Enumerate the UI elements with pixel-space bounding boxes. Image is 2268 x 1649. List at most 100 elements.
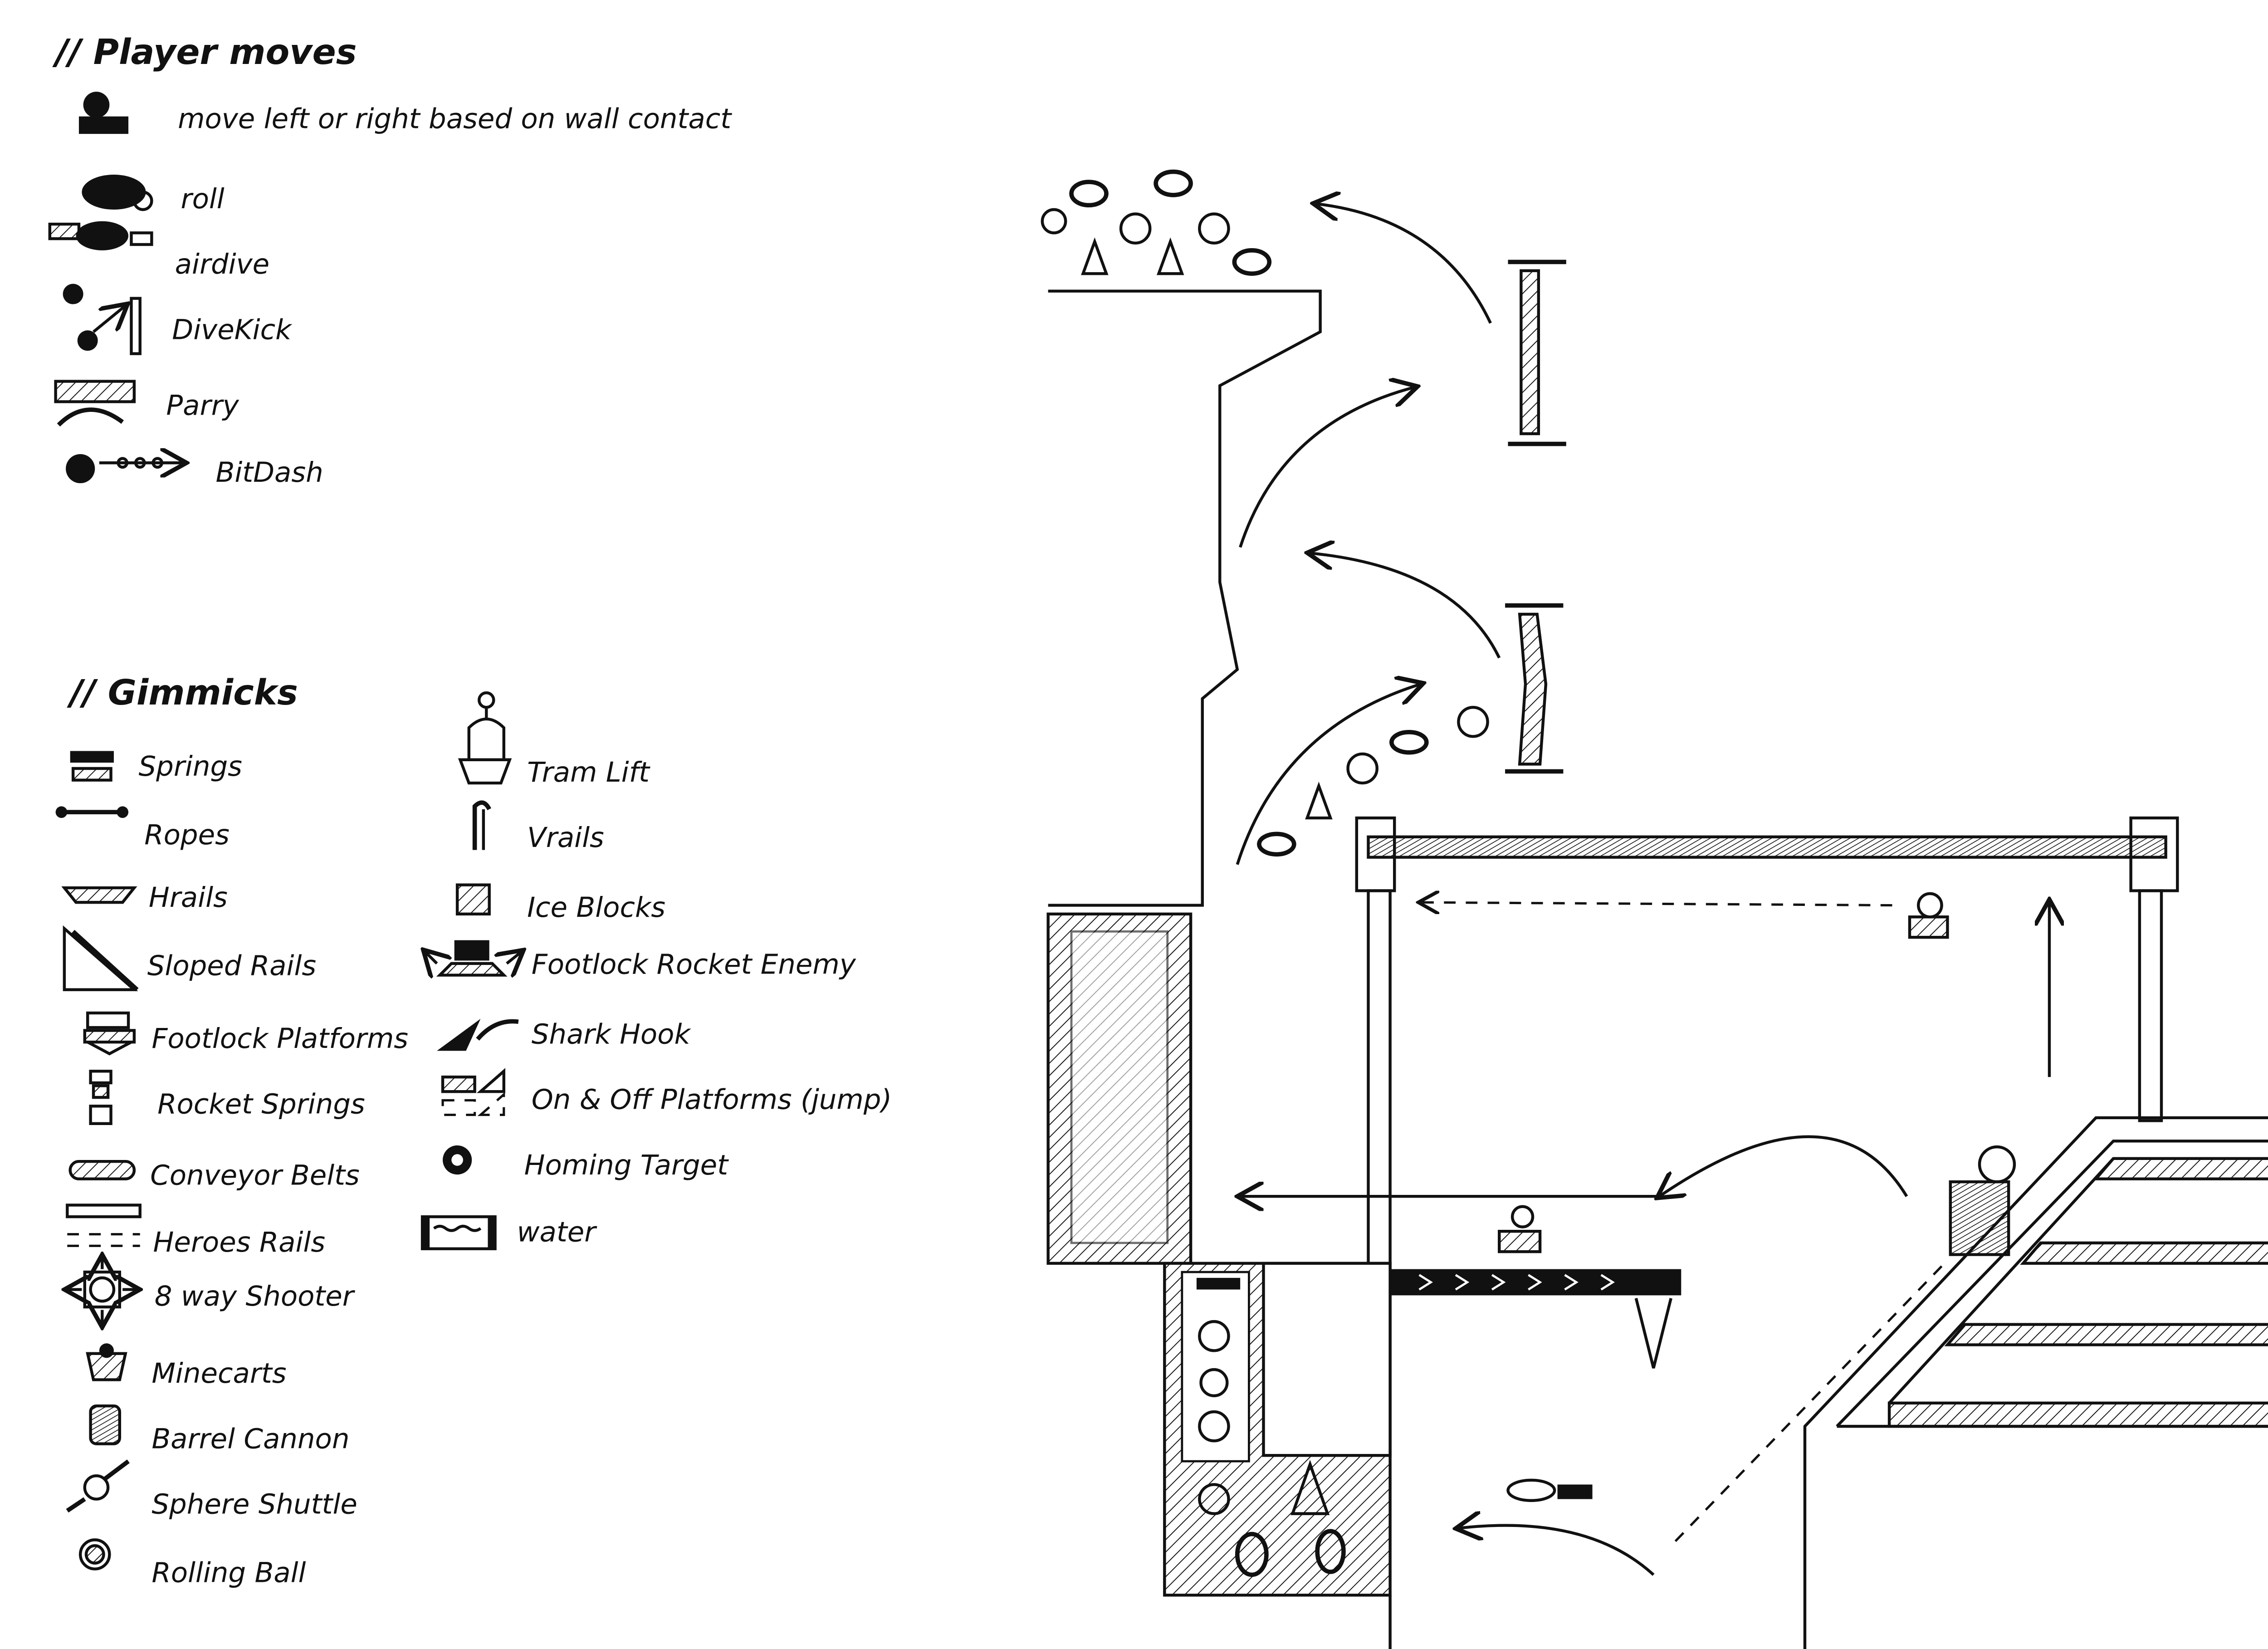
balloon bbox=[1346, 752, 1378, 785]
gimmick-label: Shark Hook bbox=[532, 1018, 692, 1050]
sloped-rail-icon bbox=[63, 925, 139, 992]
gimmick-label: Sloped Rails bbox=[147, 950, 316, 982]
ring bbox=[1154, 169, 1193, 197]
vertical-rope-upper bbox=[1508, 259, 1566, 446]
path-arrow bbox=[1458, 1526, 1655, 1576]
gimmicks-legend: // Gimmicks Springs Ropes Hrails Sloped … bbox=[55, 673, 892, 1589]
wall-contact-icon bbox=[78, 92, 129, 134]
level-map bbox=[1041, 169, 2268, 1649]
staircase-structure bbox=[1803, 1116, 2268, 1649]
path-arrow bbox=[1236, 684, 1421, 865]
terrain-outline-upper bbox=[1048, 289, 1322, 907]
ring bbox=[1315, 1529, 1346, 1574]
player-character bbox=[1498, 1205, 1542, 1253]
spring bbox=[1196, 1277, 1241, 1290]
gimmick-label: Heroes Rails bbox=[153, 1226, 326, 1258]
8-way-shooter-icon bbox=[67, 1258, 137, 1325]
barrel-cannon-icon bbox=[89, 1404, 121, 1445]
cone-marker bbox=[1156, 237, 1184, 275]
gimmick-label: Footlock Rocket Enemy bbox=[532, 948, 856, 980]
water-icon bbox=[420, 1215, 497, 1250]
path-arrow bbox=[1659, 1135, 1908, 1197]
sphere-shuttle-icon bbox=[66, 1459, 130, 1513]
balloon bbox=[1199, 1368, 1229, 1397]
roll-icon bbox=[82, 174, 153, 211]
move-label: Parry bbox=[166, 389, 239, 421]
move-label: airdive bbox=[175, 248, 270, 280]
gimmick-label: Ice Blocks bbox=[527, 891, 665, 924]
balloon bbox=[1457, 706, 1489, 738]
tram-lift-icon bbox=[458, 691, 512, 785]
balloon bbox=[1198, 1483, 1230, 1515]
balloon bbox=[1041, 208, 1067, 235]
collectibles-column bbox=[1198, 1320, 1346, 1577]
move-label: roll bbox=[181, 183, 225, 215]
collectibles-top bbox=[1041, 169, 1272, 276]
divekick-icon bbox=[63, 284, 142, 355]
gimmick-label: Hrails bbox=[149, 881, 228, 914]
player-moves-legend: // Player moves move left or right based… bbox=[48, 32, 732, 489]
pillar-right bbox=[2138, 889, 2163, 1122]
vertical-rope-lower bbox=[1505, 603, 1564, 774]
gimmick-label: On & Off Platforms (jump) bbox=[532, 1084, 892, 1116]
balloon bbox=[1198, 212, 1230, 245]
on-off-platform-icon bbox=[441, 1068, 505, 1116]
gimmick-label: Footlock Platforms bbox=[152, 1023, 408, 1055]
dashed-path-arrow bbox=[1421, 902, 1892, 905]
parry-icon bbox=[54, 380, 136, 427]
gimmick-label: Springs bbox=[138, 750, 242, 783]
rocket-flame bbox=[1634, 1298, 1672, 1369]
gimmick-label: Vrails bbox=[527, 822, 604, 854]
gimmick-label: Tram Lift bbox=[527, 756, 650, 788]
path-arrow bbox=[1239, 387, 1415, 548]
gimmick-label: Sphere Shuttle bbox=[152, 1488, 357, 1521]
move-label: BitDash bbox=[216, 456, 323, 489]
cone-marker bbox=[1290, 1459, 1330, 1515]
player-airdive bbox=[1506, 1478, 1593, 1502]
gimmick-label: Rolling Ball bbox=[152, 1556, 306, 1589]
homing-target-icon bbox=[443, 1145, 472, 1175]
rolling-ball-icon bbox=[78, 1538, 111, 1571]
gimmick-label: Minecarts bbox=[152, 1357, 286, 1390]
bitdash-icon bbox=[66, 454, 184, 484]
gimmick-label: Barrel Cannon bbox=[152, 1423, 349, 1455]
conveyor-belt-icon bbox=[68, 1160, 136, 1180]
vrail-icon bbox=[472, 800, 491, 850]
ring bbox=[1235, 1532, 1269, 1577]
upper-platform-rail bbox=[1367, 835, 2167, 859]
airdive-icon bbox=[48, 221, 153, 250]
minecart-icon bbox=[86, 1343, 127, 1381]
rope-icon bbox=[55, 806, 129, 818]
pillar-left bbox=[1367, 889, 1392, 1265]
ring bbox=[1069, 180, 1109, 208]
shark-hook-icon bbox=[437, 1018, 519, 1051]
heroes-rail-icon bbox=[66, 1204, 142, 1247]
gimmick-label: Rocket Springs bbox=[157, 1088, 365, 1120]
rocket-spring-icon bbox=[89, 1070, 112, 1125]
spring-icon bbox=[70, 751, 114, 782]
player-moves-heading: // Player moves bbox=[52, 32, 357, 73]
balloon bbox=[1198, 1410, 1230, 1443]
balloon bbox=[1198, 1320, 1230, 1352]
gimmick-label: water bbox=[517, 1216, 598, 1248]
ring bbox=[1232, 248, 1272, 276]
gimmicks-heading: // Gimmicks bbox=[67, 673, 298, 713]
path-arrow bbox=[1316, 204, 1492, 324]
player-character bbox=[1908, 892, 1949, 939]
cone-marker bbox=[1081, 237, 1109, 275]
collectibles-mid bbox=[1257, 706, 1489, 857]
gimmick-label: Ropes bbox=[144, 819, 230, 851]
path-arrow bbox=[1310, 553, 1501, 659]
move-label: DiveKick bbox=[172, 314, 293, 346]
conveyor-belt bbox=[1390, 1269, 1681, 1296]
balloon bbox=[1119, 212, 1152, 245]
hrail-icon bbox=[61, 886, 137, 904]
cone-marker bbox=[1305, 782, 1333, 820]
ring bbox=[1257, 832, 1296, 857]
footlock-rocket-enemy-icon bbox=[425, 940, 522, 975]
ice-block-icon bbox=[455, 883, 491, 916]
gimmick-label: Conveyor Belts bbox=[150, 1160, 360, 1192]
move-label: move left or right based on wall contact bbox=[178, 103, 732, 135]
ring bbox=[1389, 729, 1429, 755]
